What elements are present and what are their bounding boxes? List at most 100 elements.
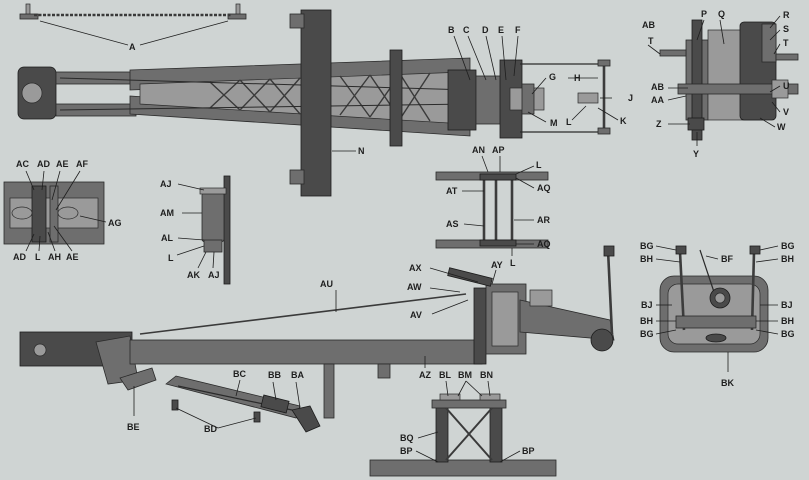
label-T-left: T xyxy=(648,36,654,46)
label-A: A xyxy=(129,42,136,52)
label-BH-4: BH xyxy=(781,316,794,326)
boom-side-view xyxy=(19,245,615,419)
label-Q: Q xyxy=(718,9,725,19)
cylinder-leaders xyxy=(176,183,215,269)
label-R: R xyxy=(783,10,790,20)
label-AB-mid: AB xyxy=(651,82,664,92)
label-BH-2: BH xyxy=(781,254,794,264)
label-L-links-top: L xyxy=(536,160,542,170)
label-AV: AV xyxy=(410,310,422,320)
label-BQ: BQ xyxy=(400,433,414,443)
label-L-links-bottom: L xyxy=(510,258,516,268)
label-AE-top: AE xyxy=(56,159,69,169)
label-BE: BE xyxy=(127,422,140,432)
label-F: F xyxy=(515,25,521,35)
label-AF: AF xyxy=(76,159,88,169)
boom-side-leaders xyxy=(133,267,497,429)
label-BH-3: BH xyxy=(640,316,653,326)
block-assembly-leaders xyxy=(647,15,781,146)
label-N: N xyxy=(358,146,365,156)
label-BB: BB xyxy=(268,370,281,380)
boom-top-view xyxy=(17,9,611,197)
clamp-detail xyxy=(3,181,105,245)
label-BP-right: BP xyxy=(522,446,535,456)
label-AT: AT xyxy=(446,186,458,196)
label-AY: AY xyxy=(491,260,503,270)
label-Z: Z xyxy=(656,119,662,129)
rod-assembly-a xyxy=(19,3,247,46)
label-AD-top: AD xyxy=(37,159,50,169)
label-V: V xyxy=(783,107,789,117)
stand-leaders xyxy=(415,380,521,463)
label-E: E xyxy=(498,25,504,35)
spring-links-detail xyxy=(435,171,549,249)
label-L-clamp: L xyxy=(35,252,41,262)
label-S: S xyxy=(783,24,789,34)
lever-arm xyxy=(165,375,321,433)
label-BH-1: BH xyxy=(640,254,653,264)
label-BM: BM xyxy=(458,370,472,380)
label-AH: AH xyxy=(48,252,61,262)
cylinder-detail xyxy=(199,175,231,285)
label-BG-2: BG xyxy=(781,241,795,251)
label-W: W xyxy=(777,122,786,132)
label-AA: AA xyxy=(651,95,664,105)
spring-links-leaders xyxy=(462,155,535,256)
label-AJ-bottom: AJ xyxy=(208,270,220,280)
label-BJ-2: BJ xyxy=(781,300,793,310)
label-AS: AS xyxy=(446,219,459,229)
label-AE-bottom: AE xyxy=(66,252,79,262)
label-AL: AL xyxy=(161,233,173,243)
label-C: C xyxy=(463,25,470,35)
block-assembly-top-right xyxy=(659,19,799,141)
label-K: K xyxy=(620,116,627,126)
label-L-top: L xyxy=(566,117,572,127)
label-BA: BA xyxy=(291,370,304,380)
label-AJ-top: AJ xyxy=(160,179,172,189)
boom-top-leaders xyxy=(332,35,619,152)
label-BG-3: BG xyxy=(640,329,654,339)
label-AU: AU xyxy=(320,279,333,289)
label-BC: BC xyxy=(233,369,246,379)
label-AN: AN xyxy=(472,145,485,155)
label-AQ-top: AQ xyxy=(537,183,551,193)
label-Y: Y xyxy=(693,149,699,159)
label-B: B xyxy=(448,25,455,35)
label-M: M xyxy=(550,118,558,128)
label-BL: BL xyxy=(439,370,451,380)
clamp-detail-leaders xyxy=(25,170,107,252)
label-D: D xyxy=(482,25,489,35)
label-AB-top: AB xyxy=(642,20,655,30)
label-BJ-1: BJ xyxy=(641,300,653,310)
label-J: J xyxy=(628,93,633,103)
label-BF: BF xyxy=(721,254,733,264)
label-AD-bottom: AD xyxy=(13,252,26,262)
label-AZ: AZ xyxy=(419,370,431,380)
label-AM: AM xyxy=(160,208,174,218)
label-T-right: T xyxy=(783,38,789,48)
label-AX: AX xyxy=(409,263,422,273)
label-H: H xyxy=(574,73,581,83)
label-G: G xyxy=(549,72,556,82)
label-AP: AP xyxy=(492,145,505,155)
housing-leaders xyxy=(655,245,779,372)
label-AW: AW xyxy=(407,282,422,292)
label-BD: BD xyxy=(204,424,217,434)
housing-bk xyxy=(659,245,769,353)
label-P: P xyxy=(701,9,707,19)
label-AK: AK xyxy=(187,270,200,280)
label-AC: AC xyxy=(16,159,29,169)
label-U: U xyxy=(783,81,790,91)
label-BN: BN xyxy=(480,370,493,380)
stand-detail xyxy=(369,393,557,477)
label-AQ-bottom: AQ xyxy=(537,239,551,249)
label-AG: AG xyxy=(108,218,122,228)
label-L-cylinder: L xyxy=(168,253,174,263)
label-BG-4: BG xyxy=(781,329,795,339)
label-BK: BK xyxy=(721,378,734,388)
label-BG-1: BG xyxy=(640,241,654,251)
label-BP-left: BP xyxy=(400,446,413,456)
label-AR: AR xyxy=(537,215,550,225)
